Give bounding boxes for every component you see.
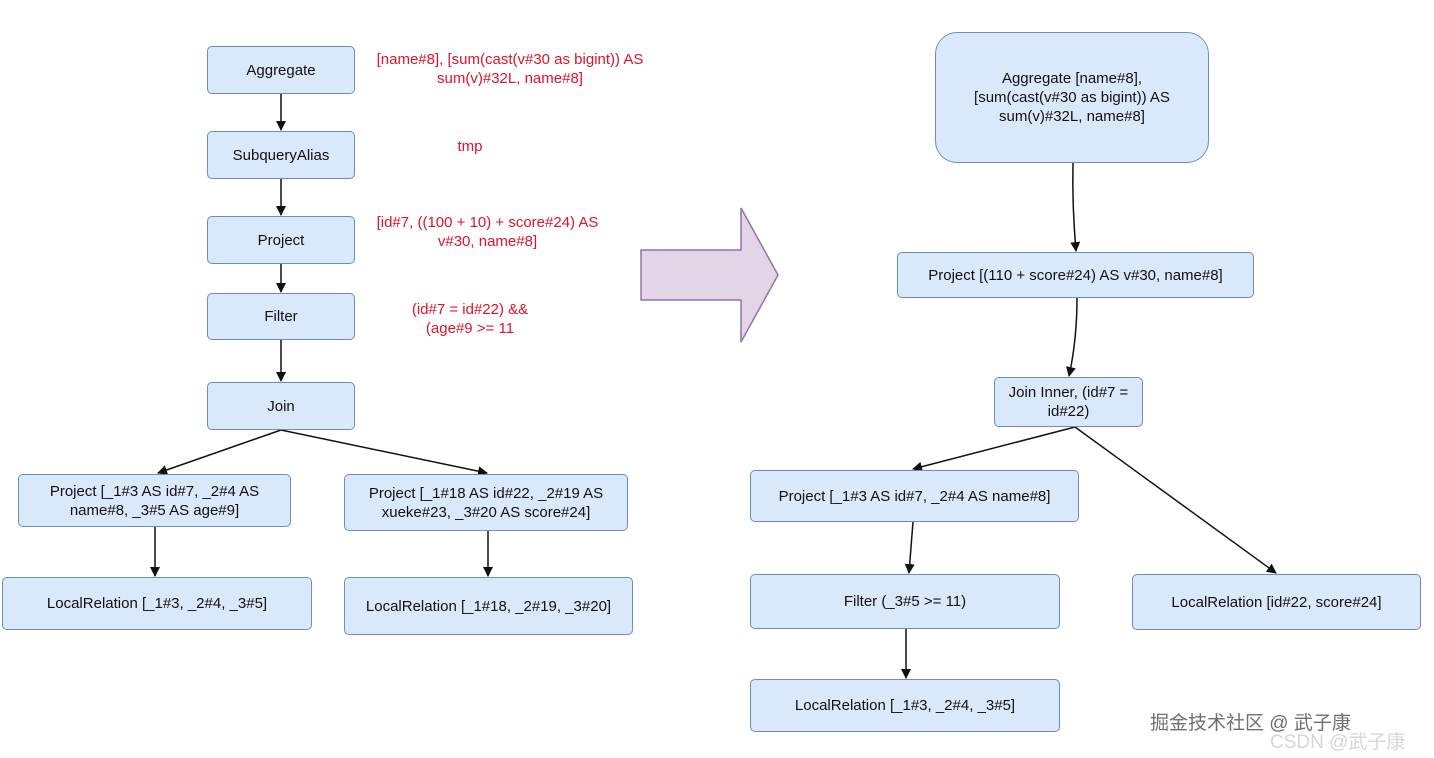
- after-local-relation-right-node: LocalRelation [id#22, score#24]: [1132, 574, 1421, 630]
- after-project-node: Project [(110 + score#24) AS v#30, name#…: [897, 252, 1254, 298]
- after-aggregate-node: Aggregate [name#8], [sum(cast(v#30 as bi…: [935, 32, 1209, 163]
- watermark-secondary: CSDN @武子康: [1270, 732, 1406, 753]
- after-project-left-node: Project [_1#3 AS id#7, _2#4 AS name#8]: [750, 470, 1079, 522]
- watermark-primary: 掘金技术社区 @ 武子康: [1150, 713, 1351, 734]
- before-project-right-node: Project [_1#18 AS id#22, _2#19 AS xueke#…: [344, 474, 628, 531]
- annotation-filter: (id#7 = id#22) && (age#9 >= 11: [411, 301, 529, 337]
- before-filter-node: Filter: [207, 293, 355, 340]
- before-project-left-node: Project [_1#3 AS id#7, _2#4 AS name#8, _…: [18, 474, 291, 527]
- transform-arrow: [640, 207, 779, 343]
- before-aggregate-node: Aggregate: [207, 46, 355, 94]
- edge-after-project-join: [1066, 297, 1078, 377]
- before-local-relation-right-node: LocalRelation [_1#18, _2#19, _3#20]: [344, 577, 633, 635]
- edge-after-join-project-left: [912, 426, 1076, 472]
- after-filter-node: Filter (_3#5 >= 11): [750, 574, 1060, 629]
- after-join-node: Join Inner, (id#7 = id#22): [994, 377, 1143, 427]
- after-local-relation-left-node: LocalRelation [_1#3, _2#4, _3#5]: [750, 679, 1060, 732]
- edge-after-aggregate-project: [1070, 162, 1081, 252]
- annotation-aggregate: [name#8], [sum(cast(v#30 as bigint)) AS …: [376, 51, 644, 87]
- edge-join-project-right: [280, 429, 488, 477]
- edge-join-project-left: [157, 429, 282, 475]
- annotation-project: [id#7, ((100 + 10) + score#24) AS v#30, …: [376, 214, 599, 250]
- annotation-subquery-alias: tmp: [457, 138, 483, 155]
- before-join-node: Join: [207, 382, 355, 430]
- edge-after-project-left-filter: [904, 521, 915, 574]
- edge-after-join-local-right: [1074, 426, 1277, 574]
- before-project-node: Project: [207, 216, 355, 264]
- before-local-relation-left-node: LocalRelation [_1#3, _2#4, _3#5]: [2, 577, 312, 630]
- before-subquery-alias-node: SubqueryAlias: [207, 131, 355, 179]
